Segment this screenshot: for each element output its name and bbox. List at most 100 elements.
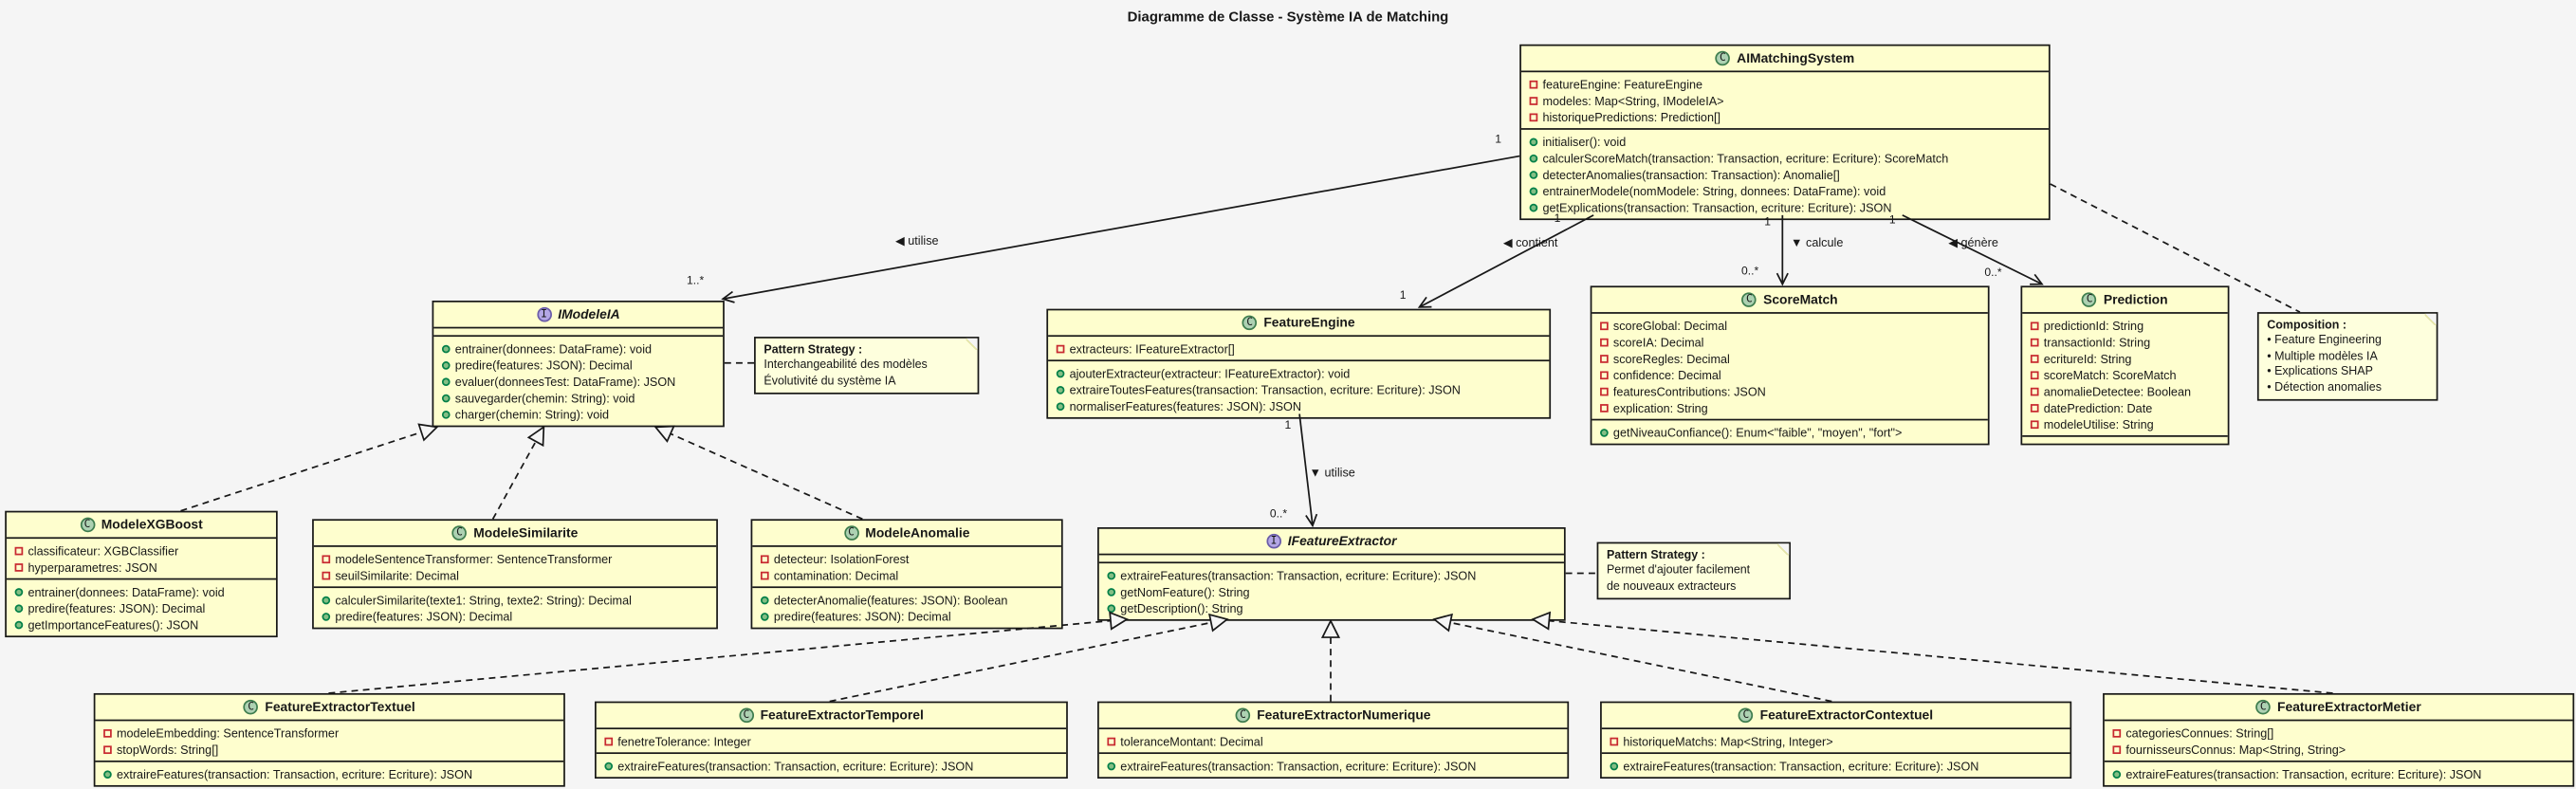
- member-text: getNomFeature(): String: [1120, 583, 1250, 599]
- member-text: hyperparametres: JSON: [28, 559, 157, 575]
- class-modelesimilarite: C ModeleSimilarite modeleSentenceTransfo…: [312, 519, 718, 630]
- private-field-icon: [760, 570, 769, 579]
- note-fold-corner: [1777, 543, 1790, 556]
- member-text: classificateur: XGBClassifier: [28, 542, 179, 559]
- attribute-row: seuilSimilarite: Decimal: [314, 567, 716, 583]
- member-text: getImportanceFeatures(): JSON: [28, 616, 199, 632]
- methods-compartment: ajouterExtracteur(extracteur: IFeatureEx…: [1048, 359, 1550, 417]
- member-text: confidence: Decimal: [1612, 367, 1721, 382]
- method-row: calculerSimilarite(texte1: String, texte…: [314, 592, 716, 608]
- method-row: extraireFeatures(transaction: Transactio…: [1099, 567, 1564, 583]
- member-text: predire(features: JSON): Decimal: [454, 357, 633, 373]
- class-title: Prediction: [2103, 292, 2168, 307]
- class-header: C FeatureExtractorContextuel: [1602, 703, 2070, 727]
- class-title: IModeleIA: [558, 306, 620, 322]
- member-text: featureEngine: FeatureEngine: [1542, 76, 1703, 92]
- edge-label-utilise-model: ◀ utilise: [894, 232, 939, 248]
- methods-compartment: extraireFeatures(transaction: Transactio…: [95, 760, 564, 785]
- member-text: anomalieDetectee: Boolean: [2043, 383, 2192, 399]
- private-field-icon: [604, 736, 614, 745]
- method-row: getDescription(): String: [1099, 599, 1564, 615]
- member-text: entrainerModele(nomModele: String, donne…: [1542, 183, 1886, 198]
- class-header: C ModeleSimilarite: [314, 521, 716, 545]
- method-row: detecterAnomalies(transaction: Transacti…: [1521, 166, 2049, 182]
- attribute-row: modeles: Map<String, IModeleIA>: [1521, 92, 2049, 108]
- class-header: I IFeatureExtractor: [1099, 529, 1564, 554]
- class-title: ScoreMatch: [1763, 292, 1838, 307]
- attribute-row: extracteurs: IFeatureExtractor[]: [1048, 340, 1549, 357]
- public-method-icon: [1056, 385, 1065, 394]
- method-row: getNiveauConfiance(): Enum<"faible", "mo…: [1592, 424, 1987, 440]
- class-featureengine: C FeatureEngine extracteurs: IFeatureExt…: [1046, 308, 1552, 419]
- member-text: getNiveauConfiance(): Enum<"faible", "mo…: [1612, 424, 1903, 440]
- public-method-icon: [441, 360, 451, 369]
- member-text: entrainer(donnees: DataFrame): void: [28, 583, 225, 599]
- method-row: getNomFeature(): String: [1099, 583, 1564, 599]
- public-method-icon: [1107, 603, 1116, 613]
- public-method-icon: [441, 410, 451, 418]
- method-row: predire(features: JSON): Decimal: [314, 608, 716, 624]
- class-stereotype-icon: C: [1739, 707, 1754, 724]
- attribute-row: featuresContributions: JSON: [1592, 383, 1987, 399]
- private-field-icon: [1107, 736, 1116, 745]
- class-stereotype-icon: C: [1741, 292, 1757, 307]
- private-field-icon: [760, 554, 769, 563]
- note-text: Interchangeabilité des modèles: [764, 356, 928, 372]
- member-text: stopWords: String[]: [116, 742, 219, 757]
- private-field-icon: [1529, 112, 1538, 121]
- method-row: getExplications(transaction: Transaction…: [1521, 199, 2049, 215]
- note-text: • Explications SHAP: [2267, 362, 2373, 378]
- public-method-icon: [103, 769, 112, 779]
- member-text: scoreIA: Decimal: [1612, 334, 1704, 350]
- attributes-compartment: extracteurs: IFeatureExtractor[]: [1048, 335, 1550, 359]
- attribute-row: stopWords: String[]: [95, 741, 563, 757]
- private-field-icon: [1600, 370, 1609, 379]
- member-text: initialiser(): void: [1542, 134, 1627, 149]
- member-text: predire(features: JSON): Decimal: [773, 608, 951, 624]
- member-text: scoreRegles: Decimal: [1612, 350, 1730, 366]
- private-field-icon: [1600, 403, 1609, 412]
- realization-textuel-iextractor: [328, 619, 1127, 694]
- method-row: extraireFeatures(transaction: Transactio…: [597, 757, 1066, 773]
- note-line: • Détection anomalies: [2267, 378, 2428, 394]
- multiplicity-genere-target: 0..*: [1984, 267, 2002, 280]
- public-method-icon: [760, 612, 769, 620]
- class-stereotype-icon: C: [739, 707, 754, 724]
- methods-compartment: calculerSimilarite(texte1: String, texte…: [313, 586, 717, 627]
- private-field-icon: [1529, 96, 1538, 104]
- edge-label-contient: ◀ contient: [1502, 234, 1558, 250]
- attribute-row: featureEngine: FeatureEngine: [1521, 76, 2049, 92]
- member-text: extraireFeatures(transaction: Transactio…: [2125, 766, 2482, 781]
- realization-contextuel-iextractor: [1434, 619, 1832, 703]
- public-method-icon: [1600, 428, 1609, 436]
- member-text: extraireFeatures(transaction: Transactio…: [1120, 567, 1477, 583]
- attribute-row: contamination: Decimal: [752, 567, 1061, 583]
- interface-stereotype-icon: I: [1266, 533, 1281, 549]
- attributes-compartment: fenetreTolerance: Integer: [596, 727, 1067, 752]
- method-row: evaluer(donneesTest: DataFrame): JSON: [433, 373, 723, 389]
- class-featureextractormetier: C FeatureExtractorMetier categoriesConnu…: [2103, 692, 2575, 787]
- attribute-row: historiqueMatchs: Map<String, Integer>: [1602, 733, 2070, 749]
- note-title: Pattern Strategy :: [764, 341, 863, 357]
- class-header: C FeatureExtractorTextuel: [95, 695, 563, 720]
- multiplicity-contient-source: 1: [1554, 213, 1561, 226]
- private-field-icon: [2030, 419, 2039, 429]
- private-field-icon: [2030, 403, 2039, 412]
- note-line: • Multiple modèles IA: [2267, 347, 2428, 362]
- class-featureextractortextuel: C FeatureExtractorTextuel modeleEmbeddin…: [93, 692, 565, 787]
- attribute-row: detecteur: IsolationForest: [752, 550, 1061, 566]
- public-method-icon: [441, 343, 451, 353]
- methods-compartment: extraireFeatures(transaction: Transactio…: [1098, 752, 1568, 777]
- attribute-row: anomalieDetectee: Boolean: [2022, 383, 2228, 399]
- member-text: transactionId: String: [2043, 334, 2151, 350]
- note-line: • Feature Engineering: [2267, 332, 2428, 347]
- class-modelexgboost: C ModeleXGBoost classificateur: XGBClass…: [5, 510, 278, 638]
- multiplicity-utilise2-source: 1: [1284, 420, 1292, 432]
- method-row: predire(features: JSON): Decimal: [752, 608, 1061, 624]
- note-line: Interchangeabilité des modèles: [764, 357, 969, 372]
- attribute-row: predictionId: String: [2022, 317, 2228, 333]
